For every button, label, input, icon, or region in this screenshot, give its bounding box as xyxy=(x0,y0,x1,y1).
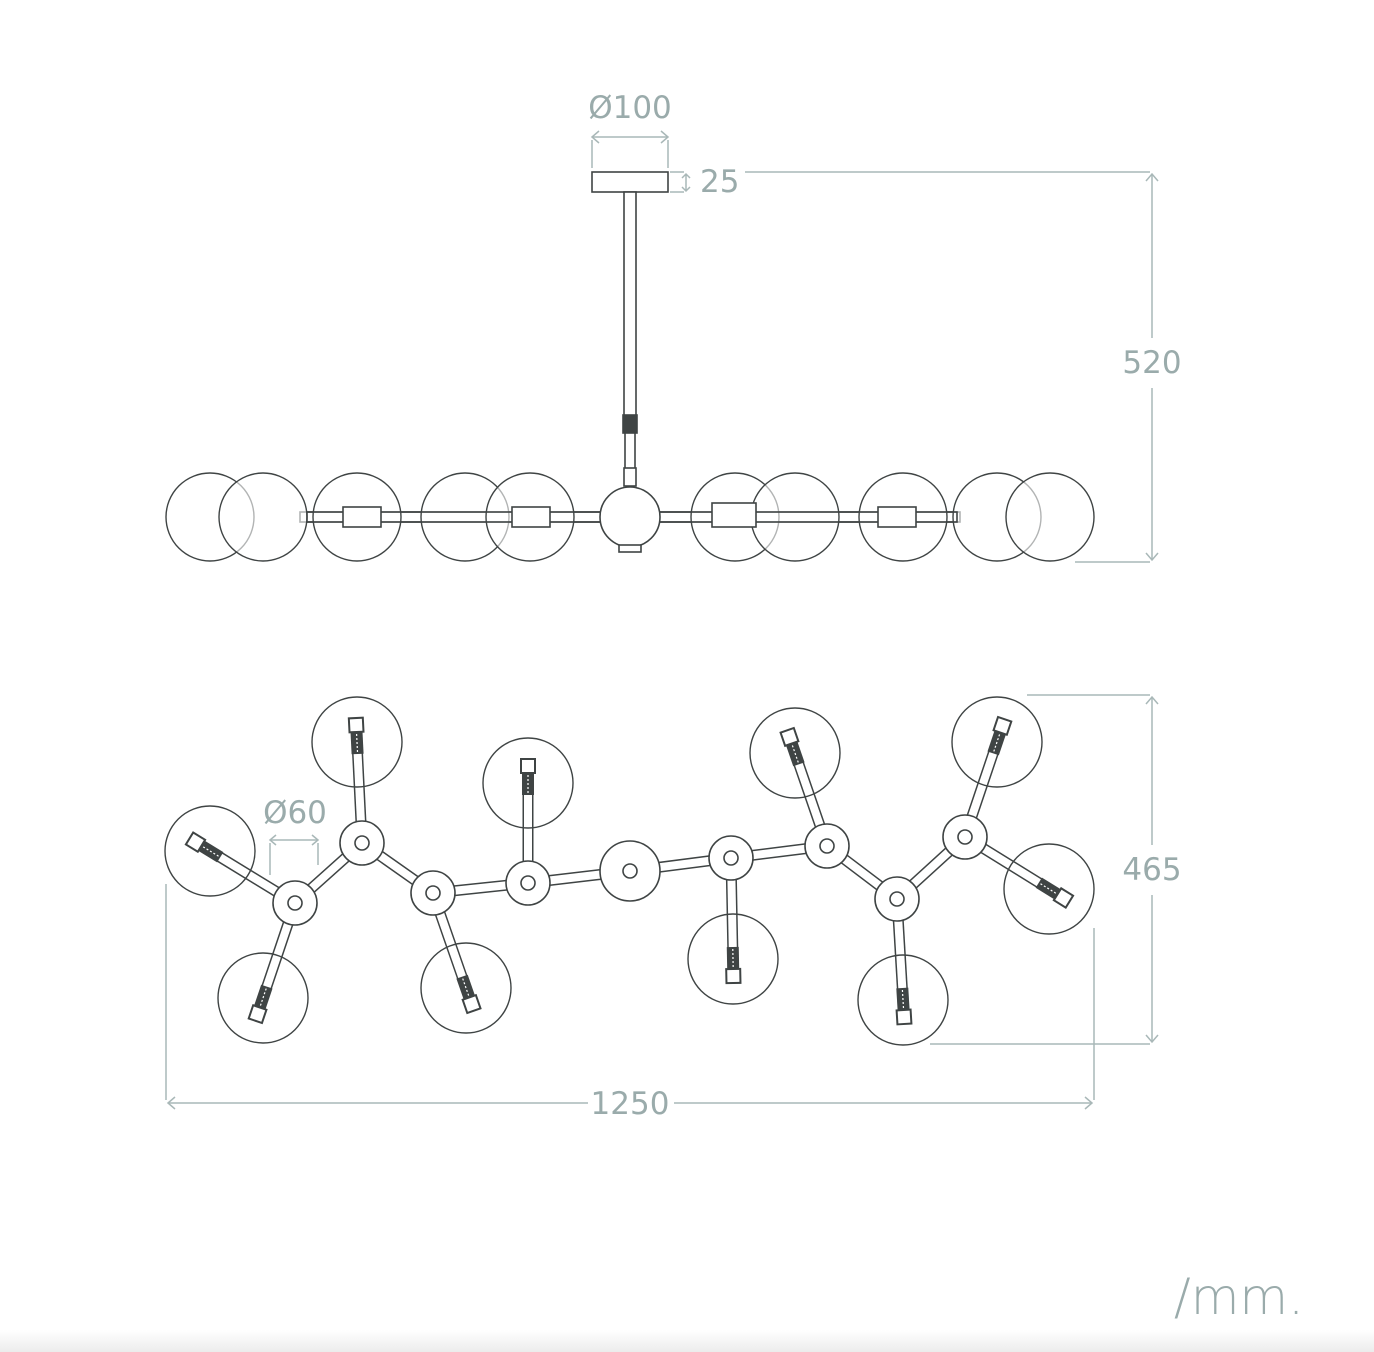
canopy xyxy=(591,171,669,193)
arm-socket xyxy=(511,506,551,528)
bulb-filament xyxy=(202,846,219,857)
hub-center xyxy=(723,850,739,866)
globe xyxy=(164,805,256,897)
hub-center xyxy=(889,891,905,907)
center-hub xyxy=(599,486,661,548)
hub-center xyxy=(425,885,441,901)
canopy-height-label: 25 xyxy=(700,164,739,200)
globe xyxy=(311,696,403,788)
total-height-label: 520 xyxy=(1122,345,1181,381)
stem-joint xyxy=(623,467,637,487)
hub-center xyxy=(520,875,536,891)
bulb-socket xyxy=(895,1008,913,1026)
globe xyxy=(951,696,1043,788)
globe xyxy=(482,737,574,829)
stem-rod xyxy=(623,191,637,418)
hub-center xyxy=(957,829,973,845)
bulb-filament xyxy=(901,989,905,1009)
globe xyxy=(749,707,841,799)
canopy-diameter-label: Ø100 xyxy=(588,90,672,126)
bulb-socket xyxy=(347,716,365,734)
bulb-icon xyxy=(987,715,1013,756)
bulb-filament xyxy=(1040,883,1057,894)
bulb-socket xyxy=(520,758,536,774)
globe xyxy=(857,954,949,1046)
depth-label: 465 xyxy=(1122,852,1181,888)
globe xyxy=(420,942,512,1034)
dimension-lines xyxy=(165,130,1159,1110)
hub-center xyxy=(819,838,835,854)
bulb-filament xyxy=(462,978,470,996)
bulb-socket xyxy=(779,726,800,748)
globe-side xyxy=(750,472,840,562)
bulb-icon xyxy=(520,758,536,795)
total-width-label: 1250 xyxy=(591,1086,670,1122)
bulb-icon xyxy=(725,946,742,985)
globe-side xyxy=(218,472,308,562)
bulb-icon xyxy=(456,974,482,1015)
arm-socket xyxy=(711,502,757,528)
globe xyxy=(217,952,309,1044)
globe xyxy=(1003,843,1095,935)
top-view xyxy=(164,696,1095,1046)
hub-center xyxy=(287,895,303,911)
bulb-icon xyxy=(247,984,273,1025)
bulb-socket xyxy=(184,831,207,854)
arm-socket xyxy=(342,506,382,528)
bulb-filament xyxy=(993,734,1001,752)
stem-lower xyxy=(624,432,636,474)
bulb-icon xyxy=(347,716,365,755)
bulb-filament xyxy=(259,988,267,1006)
bottom-edge xyxy=(0,1330,1374,1352)
bulb-icon xyxy=(1035,877,1075,909)
bulb-filament xyxy=(791,745,799,763)
bulb-icon xyxy=(184,831,224,863)
hub-cap xyxy=(618,544,642,553)
bulb-filament xyxy=(356,733,359,753)
stem-coupler xyxy=(622,414,638,434)
bulb-socket xyxy=(247,1003,268,1025)
bulb-icon xyxy=(779,726,805,767)
hub-center xyxy=(354,835,370,851)
bulb-icon xyxy=(895,987,913,1026)
hub-center xyxy=(622,863,638,879)
bulb-socket xyxy=(461,993,482,1015)
bulb-socket xyxy=(1052,886,1075,909)
unit-label: /mm. xyxy=(1173,1268,1304,1326)
globe-side xyxy=(1005,472,1095,562)
arm-socket xyxy=(877,506,917,528)
bulb-socket xyxy=(992,715,1013,737)
bulb-socket xyxy=(725,967,742,985)
globe xyxy=(687,913,779,1005)
globe-diameter-label: Ø60 xyxy=(263,795,327,831)
side-view xyxy=(165,171,1095,562)
